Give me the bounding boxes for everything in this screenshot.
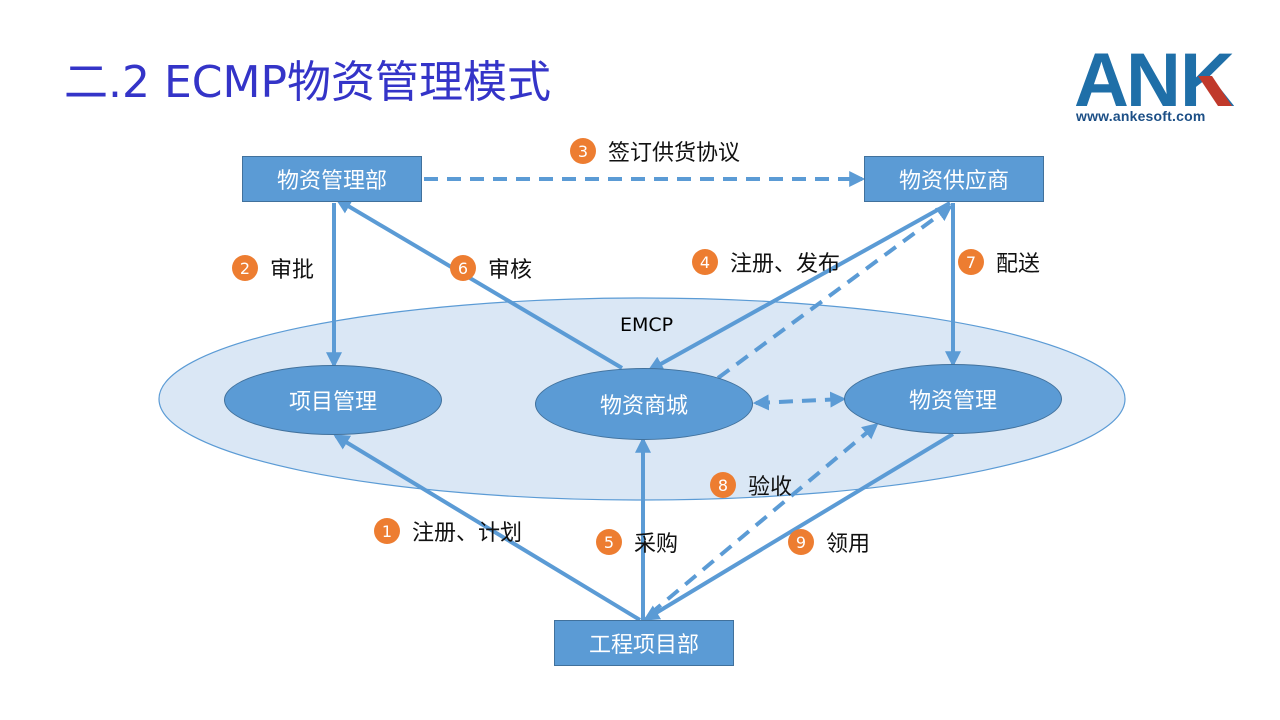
step-5-badge: 5 [596,529,622,555]
emcp-label: EMCP [620,314,674,336]
arrow-step4 [647,201,951,372]
step-6-label: 审核 [488,258,533,283]
step-6-badge: 6 [450,255,476,281]
step-4-badge: 4 [692,249,718,275]
step-7-badge: 7 [958,249,984,275]
step-1-badge: 1 [374,518,400,544]
page-title: 二.2 ECMP物资管理模式 [64,57,551,108]
arrow-mall-mgmt [752,391,847,411]
svg-text:N: N [1126,42,1181,123]
node-supplier: 物资供应商 [864,156,1044,202]
logo-url: www.ankesoft.com [1076,108,1206,124]
step-4: 4 注册、发布 [692,246,840,278]
ank-logo: A N K [1074,42,1234,123]
node-engineering-dept: 工程项目部 [554,620,734,666]
step-2: 2 审批 [232,252,314,284]
step-5: 5 采购 [596,526,678,558]
step-6: 6 审核 [450,252,532,284]
step-2-badge: 2 [232,255,258,281]
arrow-step9 [643,432,955,621]
step-9-badge: 9 [788,529,814,555]
node-material-mall: 物资商城 [535,368,753,440]
step-5-label: 采购 [634,532,679,557]
step-2-label: 审批 [270,258,315,283]
step-9-label: 领用 [826,532,871,557]
step-8-label: 验收 [748,475,793,500]
arrow-step6 [335,198,624,370]
step-3-badge: 3 [570,138,596,164]
arrow-supplier-mall-dashed [716,205,953,380]
step-7: 7 配送 [958,246,1040,278]
node-material-dept: 物资管理部 [242,156,422,202]
step-8-badge: 8 [710,472,736,498]
step-1-label: 注册、计划 [412,521,523,546]
step-3: 3 签订供货协议 [570,135,740,167]
step-9: 9 领用 [788,526,870,558]
step-3-label: 签订供货协议 [608,141,741,166]
step-8: 8 验收 [710,469,792,501]
node-material-mgmt: 物资管理 [844,364,1062,434]
node-project-mgmt: 项目管理 [224,365,442,435]
step-1: 1 注册、计划 [374,515,522,547]
step-7-label: 配送 [996,252,1041,277]
arrow-step1 [333,434,642,622]
arrow-step8 [648,422,879,616]
svg-text:A: A [1074,42,1129,123]
step-4-label: 注册、发布 [730,252,841,277]
